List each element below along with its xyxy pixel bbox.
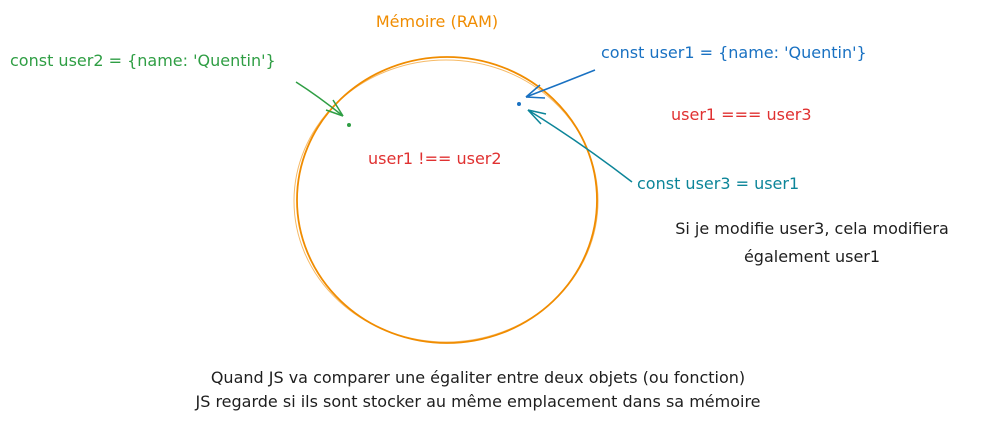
memory-circle bbox=[296, 56, 598, 344]
user1-memory-dot bbox=[517, 102, 521, 106]
user3-arrow bbox=[527, 109, 633, 183]
footer-line-2: JS regarde si ils sont stocker au même e… bbox=[194, 392, 760, 411]
user2-declaration: const user2 = {name: 'Quentin'} bbox=[10, 51, 276, 70]
user1-declaration: const user1 = {name: 'Quentin'} bbox=[601, 43, 867, 62]
user2-arrow bbox=[295, 81, 344, 117]
user1-not-equal-user2: user1 !== user2 bbox=[368, 149, 502, 168]
footer-line-1: Quand JS va comparer une égaliter entre … bbox=[211, 368, 745, 387]
user1-strict-equal-user3: user1 === user3 bbox=[671, 105, 812, 124]
memory-circle-sketch-stroke bbox=[293, 59, 599, 343]
user2-memory-dot bbox=[347, 123, 351, 127]
memory-title: Mémoire (RAM) bbox=[376, 12, 498, 31]
user3-declaration: const user3 = user1 bbox=[637, 174, 799, 193]
user1-arrow bbox=[525, 69, 596, 99]
note-line-2: également user1 bbox=[744, 247, 880, 266]
note-line-1: Si je modifie user3, cela modifiera bbox=[675, 219, 949, 238]
